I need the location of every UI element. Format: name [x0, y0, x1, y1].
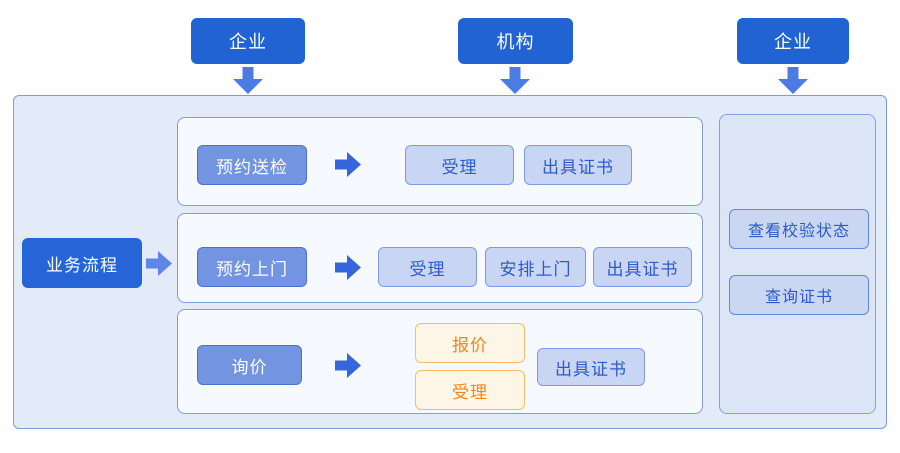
step-book-send-inspection: 预约送检 [197, 145, 307, 185]
step-accept: 受理 [415, 370, 525, 410]
down-arrow-icon [233, 67, 263, 94]
step-book-onsite: 预约上门 [197, 247, 307, 287]
step-issue-certificate: 出具证书 [593, 247, 692, 287]
step-accept: 受理 [378, 247, 477, 287]
process-label: 业务流程 [22, 238, 142, 288]
step-arrange-onsite: 安排上门 [485, 247, 586, 287]
down-arrow-icon [778, 67, 808, 94]
actor-enterprise-1: 企业 [191, 18, 305, 64]
step-issue-certificate: 出具证书 [524, 145, 632, 185]
actor-enterprise-2: 企业 [737, 18, 849, 64]
right-arrow-icon [335, 353, 361, 378]
down-arrow-icon [500, 67, 530, 94]
query-certificate-button: 查询证书 [729, 275, 869, 315]
flow-row-inquiry: 询价 报价 受理 出具证书 [177, 309, 703, 414]
view-calibration-status-button: 查看校验状态 [729, 209, 869, 249]
query-side-panel: 查看校验状态 查询证书 [719, 114, 876, 414]
right-arrow-icon [335, 152, 361, 177]
flow-row-onsite-visit: 预约上门 受理 安排上门 出具证书 [177, 213, 703, 303]
actor-institution: 机构 [458, 18, 573, 64]
step-issue-certificate: 出具证书 [537, 348, 645, 386]
step-accept: 受理 [405, 145, 514, 185]
process-container: 业务流程 预约送检 受理 出具证书 预约上门 受理 安排上门 出具证书 询价 [13, 95, 887, 429]
step-quote: 报价 [415, 323, 525, 363]
flow-row-send-inspection: 预约送检 受理 出具证书 [177, 117, 703, 206]
right-arrow-icon [146, 251, 172, 276]
right-arrow-icon [335, 255, 361, 280]
step-inquiry: 询价 [197, 345, 302, 385]
